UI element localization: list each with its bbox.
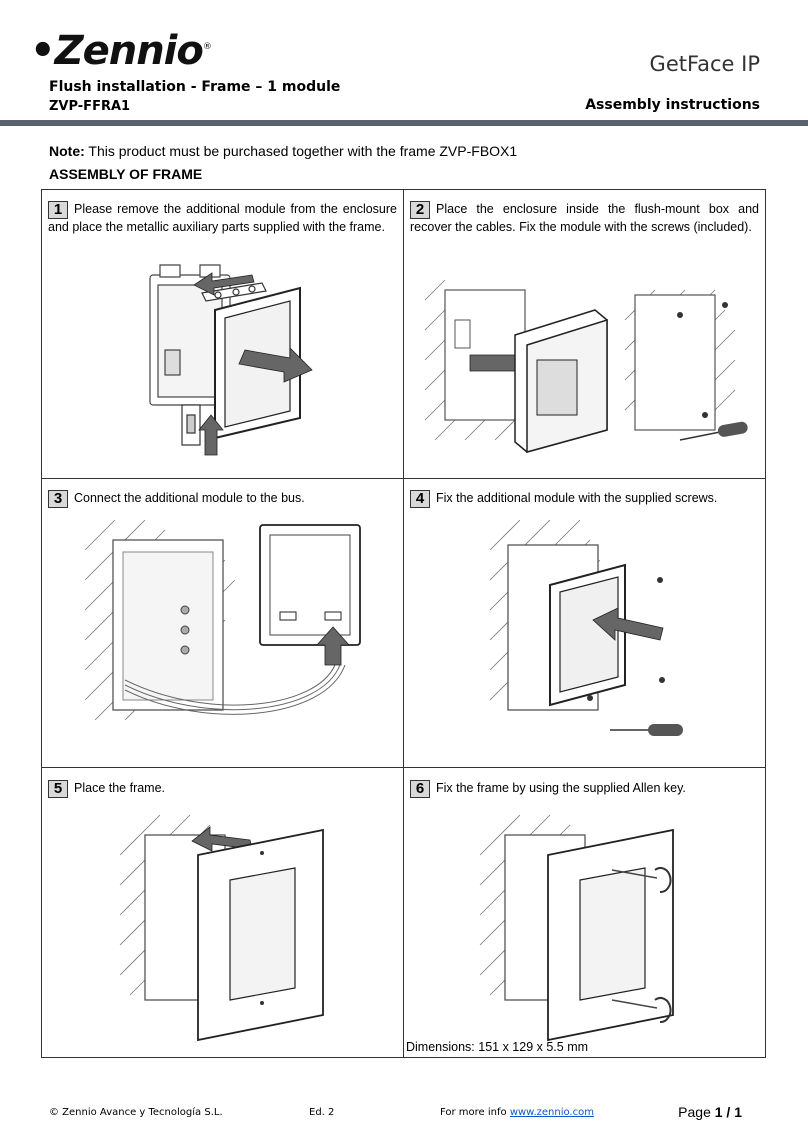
additional-module-panel: [549, 563, 626, 707]
product-name: GetFace IP: [649, 52, 760, 76]
note: Note: This product must be purchased tog…: [49, 143, 517, 159]
frame: [547, 828, 674, 1042]
screw-icon: [587, 577, 665, 701]
logo-dot-icon: •: [30, 28, 56, 74]
step-text: Please remove the additional module from…: [48, 202, 397, 234]
screw-icon: [677, 302, 728, 418]
grid-divider-row2: [42, 767, 765, 768]
step-text: Fix the additional module with the suppl…: [436, 491, 718, 505]
allen-key-icon: [611, 869, 658, 1009]
arrow-up: [316, 626, 350, 666]
page-value: 1 / 1: [714, 1104, 742, 1120]
screwdriver-icon: [610, 724, 683, 736]
page-label: Page: [678, 1104, 711, 1120]
header-divider: [0, 120, 808, 126]
frame: [197, 828, 324, 1042]
registered-mark: ®: [202, 42, 212, 52]
step-number: 6: [410, 780, 430, 798]
website-link[interactable]: www.zennio.com: [509, 1107, 594, 1118]
metal-bracket-part: [201, 282, 267, 302]
small-metal-part: [181, 404, 201, 446]
step-text: Place the frame.: [74, 781, 166, 795]
illustration-step-6: [479, 814, 674, 1042]
step-number: 2: [410, 201, 430, 219]
step-4: 4 Fix the additional module with the supp…: [410, 490, 759, 508]
screwdriver-icon: [679, 421, 748, 441]
step-3: 3 Connect the additional module to the bu…: [48, 490, 397, 508]
step-text: Place the enclosure inside the flush-mou…: [410, 202, 759, 234]
step-number: 5: [48, 780, 68, 798]
illustration-step-5: [119, 814, 324, 1042]
document-type: Assembly instructions: [585, 97, 760, 113]
flush-box-right: [634, 294, 716, 431]
footer-more-info: For more info www.zennio.com: [440, 1107, 594, 1118]
page-number: Page 1 / 1: [678, 1104, 742, 1120]
document-subtitle: Flush installation - Frame – 1 module: [49, 79, 341, 95]
illustration-step-3: [84, 519, 361, 721]
arrow-up: [198, 414, 224, 456]
dimensions-text: Dimensions: 151 x 129 x 5.5 mm: [406, 1040, 589, 1054]
bus-cable: [124, 664, 346, 715]
arrow-up-left: [193, 272, 255, 296]
footer-edition: Ed. 2: [309, 1107, 335, 1118]
note-text: This product must be purchased together …: [88, 143, 518, 159]
illustration-step-1: [149, 264, 313, 456]
logo-text: Zennio: [54, 28, 204, 74]
step-text: Connect the additional module to the bus…: [74, 491, 305, 505]
arrow-remove-right: [238, 347, 313, 383]
grid-divider-vertical: [403, 190, 404, 1057]
step-number: 1: [48, 201, 68, 219]
note-label: Note:: [49, 143, 85, 159]
illustration-step-4: [489, 519, 683, 736]
arrow-push-left: [592, 607, 664, 641]
rotate-arrow-icon: [654, 867, 672, 1024]
illustration-step-2: [424, 279, 748, 453]
step-number: 4: [410, 490, 430, 508]
more-info-label: For more info: [440, 1107, 507, 1118]
section-title: ASSEMBLY OF FRAME: [49, 166, 203, 182]
zennio-logo: •Zennio®: [30, 28, 212, 74]
footer-copyright: © Zennio Avance y Tecnología S.L.: [49, 1107, 223, 1118]
model-code: ZVP-FFRA1: [49, 99, 131, 114]
bus-connector: [279, 611, 297, 621]
bus-connector: [324, 611, 342, 621]
step-number: 3: [48, 490, 68, 508]
step-5: 5 Place the frame.: [48, 780, 397, 798]
step-6: 6 Fix the frame by using the supplied All…: [410, 780, 759, 798]
enclosure-module: [514, 309, 608, 453]
step-text: Fix the frame by using the supplied Alle…: [436, 781, 686, 795]
grid-divider-row1: [42, 478, 765, 479]
